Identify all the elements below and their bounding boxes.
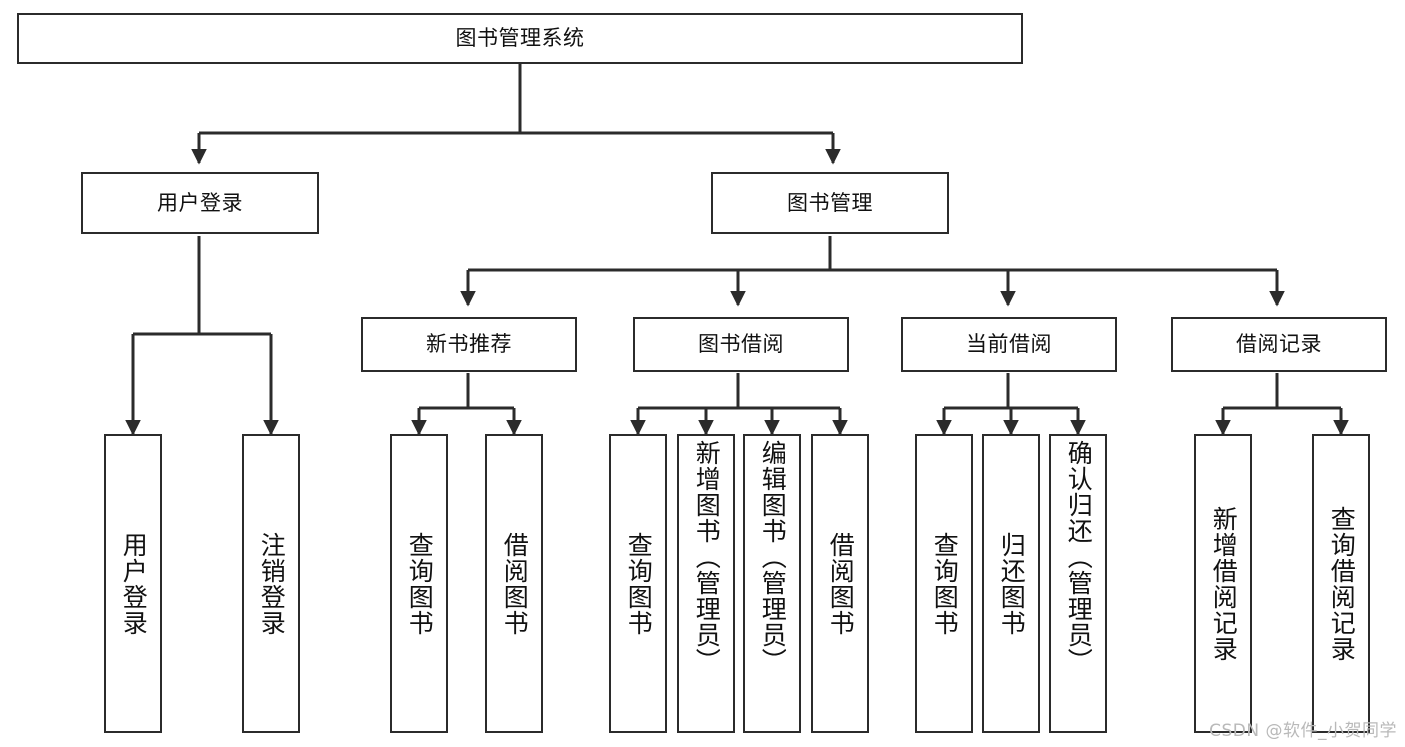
leaf-borrow-borrow-book[interactable]: 借阅图书 [811, 434, 869, 733]
leaf-user-login-signin[interactable]: 用户登录 [104, 434, 162, 733]
leaf-label: 借阅图书 [500, 531, 530, 636]
node-current-borrow[interactable]: 当前借阅 [901, 317, 1117, 372]
node-borrow-record[interactable]: 借阅记录 [1171, 317, 1387, 372]
leaf-label: 确认归还（管理员） [1064, 440, 1094, 674]
leaf-current-query-book[interactable]: 查询图书 [915, 434, 973, 733]
leaf-new-book-query[interactable]: 查询图书 [390, 434, 448, 733]
node-borrow-record-label: 借阅记录 [1236, 332, 1322, 356]
csdn-watermark: CSDN @软件_小贺同学 [1209, 721, 1397, 741]
node-new-book-recommend-label: 新书推荐 [426, 332, 512, 356]
leaf-new-book-borrow[interactable]: 借阅图书 [485, 434, 543, 733]
leaf-record-query[interactable]: 查询借阅记录 [1312, 434, 1370, 733]
node-user-login-label: 用户登录 [157, 190, 243, 215]
leaf-label: 查询借阅记录 [1327, 505, 1357, 662]
leaf-borrow-add-book[interactable]: 新增图书（管理员） [677, 434, 735, 733]
leaf-label: 借阅图书 [826, 531, 856, 636]
leaf-label: 新增图书（管理员） [692, 440, 722, 674]
leaf-label: 查询图书 [405, 531, 435, 636]
leaf-user-login-signout[interactable]: 注销登录 [242, 434, 300, 733]
node-root-label: 图书管理系统 [455, 26, 585, 50]
leaf-borrow-edit-book[interactable]: 编辑图书（管理员） [743, 434, 801, 733]
leaf-label: 查询图书 [930, 531, 960, 636]
leaf-current-return-book[interactable]: 归还图书 [982, 434, 1040, 733]
node-book-borrow[interactable]: 图书借阅 [633, 317, 849, 372]
node-user-login[interactable]: 用户登录 [81, 172, 319, 234]
leaf-label: 查询图书 [624, 531, 654, 636]
leaf-label: 归还图书 [997, 531, 1027, 636]
node-new-book-recommend[interactable]: 新书推荐 [361, 317, 577, 372]
node-current-borrow-label: 当前借阅 [966, 332, 1052, 356]
node-book-management[interactable]: 图书管理 [711, 172, 949, 234]
leaf-label: 注销登录 [257, 531, 287, 636]
node-root[interactable]: 图书管理系统 [17, 13, 1023, 64]
leaf-label: 编辑图书（管理员） [758, 440, 788, 674]
node-book-management-label: 图书管理 [787, 190, 873, 215]
leaf-record-add[interactable]: 新增借阅记录 [1194, 434, 1252, 733]
leaf-label: 新增借阅记录 [1209, 505, 1239, 662]
node-book-borrow-label: 图书借阅 [698, 332, 784, 356]
leaf-current-confirm-return[interactable]: 确认归还（管理员） [1049, 434, 1107, 733]
leaf-label: 用户登录 [119, 531, 149, 636]
leaf-borrow-query-book[interactable]: 查询图书 [609, 434, 667, 733]
